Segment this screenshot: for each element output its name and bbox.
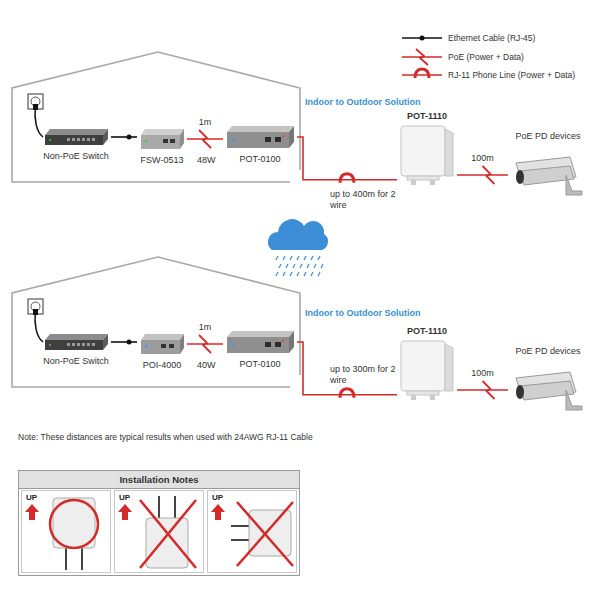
section-heading: Indoor to Outdoor Solution <box>305 308 420 319</box>
install-figure <box>21 490 111 573</box>
transmitter-device: POT-0100 <box>223 125 297 165</box>
install-figure <box>114 490 204 573</box>
poe-symbol <box>199 130 211 148</box>
switch-device: Non-PoE Switch <box>41 128 111 162</box>
phone-symbol <box>340 389 354 398</box>
device-label: POT-1110 <box>407 111 447 122</box>
phone-symbol <box>340 174 354 183</box>
eth-line <box>111 136 137 138</box>
injector-device: POI-4000 <box>137 333 187 371</box>
install-figure <box>207 490 297 573</box>
poe-symbol <box>199 335 211 353</box>
connector <box>111 340 137 345</box>
connector <box>111 135 137 140</box>
up-label: UP <box>212 493 223 503</box>
power-label: 40W <box>197 360 216 371</box>
sw-icon-art <box>43 128 109 146</box>
cam-icon-art <box>510 368 586 412</box>
connector <box>297 137 397 183</box>
pot-icon <box>225 330 295 354</box>
cam-icon <box>510 368 586 412</box>
pot-icon-art <box>225 125 295 149</box>
pot-icon <box>225 125 295 149</box>
poe-symbol <box>483 381 495 399</box>
house-outline <box>12 52 300 182</box>
distance-label: 100m <box>471 368 494 379</box>
connector <box>457 381 508 399</box>
poe-line <box>457 174 508 176</box>
distance-label: 100m <box>471 153 494 164</box>
fsw-icon-art <box>139 128 185 150</box>
device-label: PoE PD devices <box>515 346 580 357</box>
ethernet-dot <box>127 135 132 140</box>
device-label: PoE PD devices <box>515 131 580 142</box>
install-figure-art <box>114 490 204 573</box>
poi-icon <box>139 333 185 355</box>
legend-sample-phone-line <box>402 69 442 78</box>
outdoor-receiver: POT-1110 <box>397 326 457 401</box>
note-cell: UP <box>21 490 111 573</box>
install-figure-art <box>21 490 111 573</box>
device-label: POT-0100 <box>239 359 280 370</box>
rain-cloud <box>268 219 328 276</box>
legend-text: PoE (Power + Data) <box>448 52 524 63</box>
legend-text: RJ-11 Phone Line (Power + Data) <box>448 70 575 81</box>
distance-label: up to 300m for 2 wire <box>330 364 402 386</box>
cam-icon <box>510 153 586 197</box>
device-label: POI-4000 <box>143 360 182 371</box>
camera-device: PoE PD devices <box>508 346 588 412</box>
notes-panel: Installation NotesUP UP UP <box>18 470 300 576</box>
section-heading: Indoor to Outdoor Solution <box>305 97 420 108</box>
note-cell: UP <box>207 490 297 573</box>
power-label: 48W <box>197 155 216 166</box>
distance-label: 1m <box>199 322 212 333</box>
distance-label: 1m <box>199 117 212 128</box>
poe-line <box>457 389 508 391</box>
up-label: UP <box>119 493 130 503</box>
power-outlet <box>28 94 43 137</box>
eth-line <box>111 341 137 343</box>
note-cell: UP <box>114 490 204 573</box>
device-label: Non-PoE Switch <box>43 151 109 162</box>
sw-icon <box>43 128 109 146</box>
legend-sample-poe <box>402 49 442 65</box>
poe-symbol <box>483 166 495 184</box>
cam-icon-art <box>510 153 586 197</box>
box-icon <box>399 339 455 401</box>
box-icon-art <box>399 124 455 186</box>
device-label: Non-PoE Switch <box>43 356 109 367</box>
ethernet-dot <box>127 340 132 345</box>
device-label: FSW-0513 <box>141 155 184 166</box>
legend-sample-ethernet <box>402 36 442 41</box>
connector <box>457 166 508 184</box>
note-text: Note: These distances are typical result… <box>18 432 313 443</box>
box-icon-art <box>399 339 455 401</box>
outdoor-receiver: POT-1110 <box>397 111 457 186</box>
injector-device: FSW-0513 <box>137 128 187 166</box>
sw-icon-art <box>43 333 109 351</box>
device-label: POT-0100 <box>239 154 280 165</box>
connector <box>187 335 223 353</box>
legend-text: Ethernet Cable (RJ-45) <box>448 33 535 44</box>
power-outlet <box>28 299 43 342</box>
distance-label: up to 400m for 2 wire <box>330 189 402 211</box>
fsw-icon <box>139 128 185 150</box>
up-label: UP <box>26 493 37 503</box>
notes-heading: Installation Notes <box>19 471 299 489</box>
camera-device: PoE PD devices <box>508 131 588 197</box>
box-icon <box>399 124 455 186</box>
switch-device: Non-PoE Switch <box>41 333 111 367</box>
connector <box>187 130 223 148</box>
install-figure-art <box>207 490 297 573</box>
sw-icon <box>43 333 109 351</box>
poi-icon-art <box>139 333 185 355</box>
device-label: POT-1110 <box>407 326 447 337</box>
house-outline <box>12 257 300 387</box>
transmitter-device: POT-0100 <box>223 330 297 370</box>
pot-icon-art <box>225 330 295 354</box>
